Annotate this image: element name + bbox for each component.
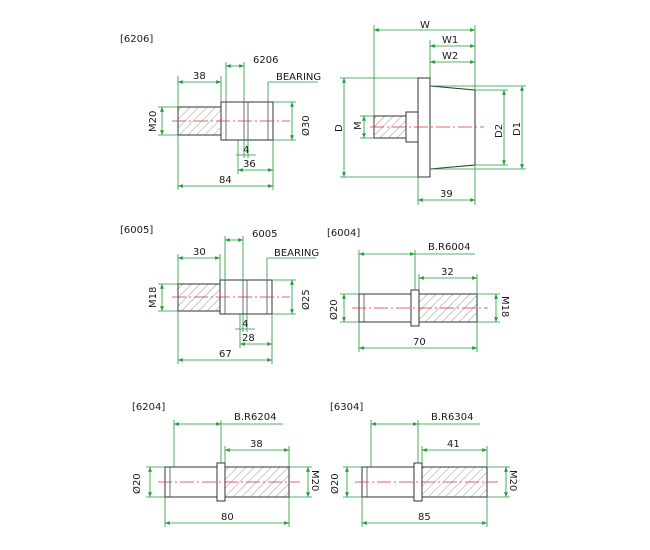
view-6304: [6304] B.R6304 41 Ø20 M20 85 xyxy=(329,402,518,527)
thread-section xyxy=(177,283,221,312)
bearing-label: B.R6204 xyxy=(234,412,276,423)
dim-thread-length: 30 xyxy=(193,247,206,258)
dim-total-length: 85 xyxy=(418,512,431,523)
shaft-diameter: Ø30 xyxy=(300,115,312,136)
dim-w1: W1 xyxy=(442,35,458,46)
shaft-diameter: Ø20 xyxy=(131,473,143,494)
bearing-number: 6206 xyxy=(253,55,278,66)
view-6204-tag: [6204] xyxy=(132,402,165,413)
thread-size: M20 xyxy=(507,470,518,491)
dim-thread-length: 38 xyxy=(250,439,263,450)
dim-cone-bottom: 39 xyxy=(440,189,453,200)
view-6005: [6005] 30 6005 BEARING 67 28 4 M18 xyxy=(120,225,319,364)
dim-d: D xyxy=(334,124,345,132)
view-6204: [6204] B.R6204 38 Ø20 M20 80 xyxy=(131,402,320,527)
view-6304-tag: [6304] xyxy=(330,402,363,413)
dim-total-length: 67 xyxy=(219,349,232,360)
dim-thread-length: 38 xyxy=(193,71,206,82)
dim-m: M xyxy=(353,121,364,130)
thread-size: M18 xyxy=(148,287,159,308)
view-6206: [6206] 38 6206 BEARING 84 36 4 xyxy=(120,34,321,190)
dim-d1: D1 xyxy=(512,122,523,136)
bearing-label: BEARING xyxy=(276,72,321,83)
dim-thread-length: 32 xyxy=(441,267,454,278)
dim-total-length: 84 xyxy=(219,175,232,186)
dim-gap: 4 xyxy=(242,319,248,330)
thread-size: M20 xyxy=(309,470,320,491)
dim-w2: W2 xyxy=(442,51,458,62)
dim-total-length: 70 xyxy=(413,337,426,348)
dim-thread-length: 41 xyxy=(447,439,460,450)
bearing-number: 6005 xyxy=(252,229,277,240)
view-6005-tag: [6005] xyxy=(120,225,153,236)
dim-seat-length: 36 xyxy=(243,159,256,170)
thread-size: M20 xyxy=(148,111,159,132)
bearing-label: BEARING xyxy=(274,248,319,259)
view-6206-tag: [6206] xyxy=(120,34,153,45)
bearing-label: B.R6304 xyxy=(431,412,473,423)
dim-seat-length: 28 xyxy=(242,333,255,344)
view-6004-tag: [6004] xyxy=(327,228,360,239)
shaft-diameter: Ø25 xyxy=(300,289,312,310)
thread-size: M18 xyxy=(499,296,510,317)
shaft-diameter: Ø20 xyxy=(328,299,340,320)
view-cone: W W1 W2 D M D2 D1 39 xyxy=(334,20,526,205)
dim-total-length: 80 xyxy=(221,512,234,523)
shaft-diameter: Ø20 xyxy=(329,473,341,494)
view-6004: [6004] B.R6004 32 Ø20 M18 70 xyxy=(327,228,510,352)
cone-body xyxy=(429,85,476,170)
cone-flange xyxy=(417,77,431,178)
dim-w: W xyxy=(420,20,430,31)
dim-d2: D2 xyxy=(494,124,505,138)
dim-gap: 4 xyxy=(243,145,249,156)
bearing-label: B.R6004 xyxy=(428,242,470,253)
